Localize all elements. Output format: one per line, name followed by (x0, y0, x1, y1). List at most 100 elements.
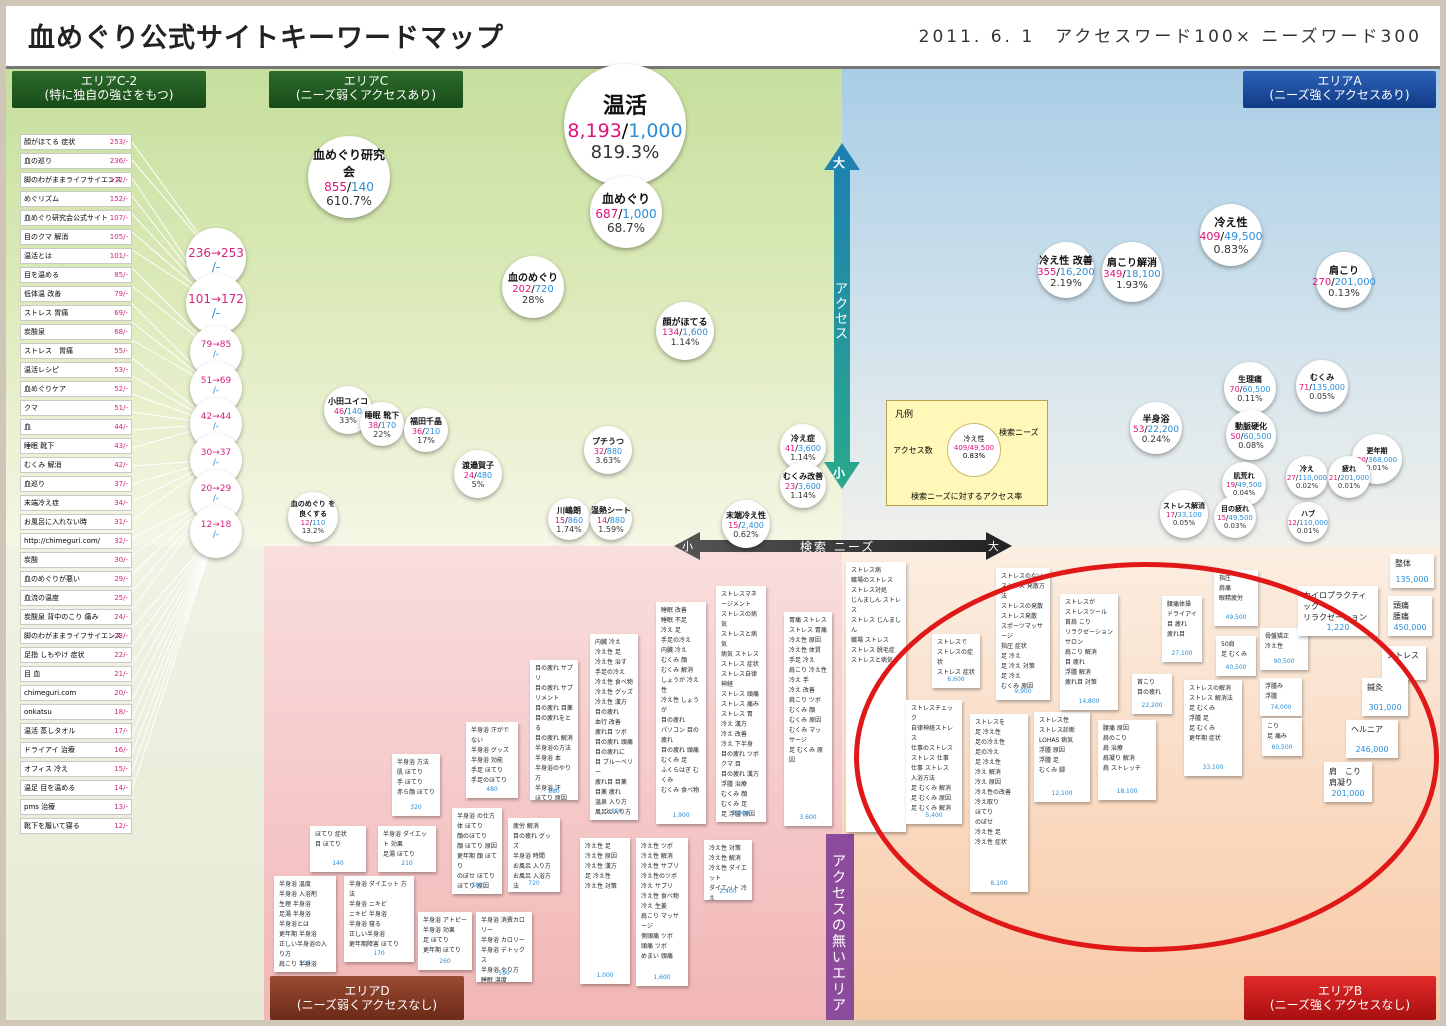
bubble-needs: 140 (346, 406, 363, 416)
bubble-values: 202/720 (512, 284, 554, 295)
card-line: ダイエット 冷え (709, 885, 747, 900)
card-value: 170 (373, 950, 385, 957)
card-line: 足 浮腫 原因 (721, 811, 755, 818)
bubble-access: 50 (1230, 431, 1241, 441)
bubble-pct: 1.14% (670, 337, 700, 348)
bubble-pct: 3.63% (595, 455, 621, 465)
card-line: 冷え性 漢方 (595, 699, 627, 706)
c2-item-count: 31/- (114, 518, 128, 526)
c2-item-count: 43/- (114, 442, 128, 450)
bubble-access: 41 (785, 443, 796, 453)
card-line: のぼせ ほてり (457, 873, 495, 880)
bubble-pct: 0.05% (1309, 391, 1335, 401)
card-line: 冷え性 対策 (585, 883, 617, 890)
c2-range-value: 42→44 (200, 412, 232, 422)
c2-item-label: 靴下を履いて寝る (24, 822, 80, 830)
bubble-needs: 368,000 (1368, 456, 1398, 464)
card-line: 冷え 足 (661, 627, 681, 634)
card-line: 目の疲れ グッズ (513, 833, 551, 850)
card-value: 3,600 (799, 814, 817, 821)
c2-range-bubble: 12→18/- (190, 506, 242, 558)
bubble-name: むくみ改善 (782, 471, 824, 481)
card-line: 半身浴 アトピー (423, 917, 467, 924)
bubble-name: 冷え症 (791, 433, 815, 443)
card-line: 半身浴 効能 (471, 757, 503, 764)
bubble-values: 15/49,500 (1217, 514, 1253, 522)
bubble-slash: / (1175, 511, 1178, 519)
bubble-slash: / (621, 119, 629, 142)
legend-access-label: アクセス数 (893, 446, 933, 455)
c2-range-sub: /- (211, 306, 221, 320)
bubble-pct: 819.3% (590, 141, 660, 163)
area-a-desc: (ニーズ強くアクセスあり) (1269, 88, 1410, 102)
bubble-access: 12 (1287, 519, 1297, 527)
bubble-values: 21/201,000 (1329, 474, 1369, 482)
bubble-pct: 1.14% (790, 490, 816, 500)
bubble-needs: 1,000 (628, 119, 683, 142)
legend-ratio-label: 検索ニーズに対するアクセス率 (911, 492, 1023, 501)
bubble-needs: 33,100 (1177, 511, 1202, 519)
card-value: 320 (410, 804, 422, 811)
bubble-access: 17 (1166, 511, 1176, 519)
bubble-needs: 110 (311, 519, 326, 527)
c2-item-label: 血めぐりケア (24, 385, 66, 393)
bubble-slash: / (1309, 382, 1312, 392)
card-line: ストレスの病気 (721, 611, 758, 628)
card-line: 半身浴 時間 (513, 853, 545, 860)
card-line: 冷え性 対策 (709, 845, 741, 852)
card-line: 冷え性 食べ物 (595, 679, 633, 686)
bubble-needs: 60,500 (1243, 431, 1272, 441)
c2-item-count: 15/- (114, 765, 128, 773)
card-line: ストレス じんましん (851, 617, 901, 634)
legend-sample-value: 409/49,500 (953, 444, 995, 452)
card-line: 目の疲れ サプリ (535, 665, 573, 682)
c2-connector-line (131, 531, 217, 719)
bubble-slash: / (1239, 384, 1243, 394)
bubble-values: 15/860 (555, 516, 583, 525)
bubble-needs: 135,000 (1311, 382, 1345, 392)
area-c-desc: (ニーズ弱くアクセスあり) (295, 88, 437, 102)
bubble-pct: 0.62% (733, 529, 759, 539)
bubble-access: 36 (411, 426, 423, 436)
access-high-label: 大 (833, 156, 846, 170)
card-line: 冷え性 治す (595, 659, 627, 666)
c2-item-count: 55/- (114, 347, 128, 355)
card-line: 半身浴 入浴剤 (279, 891, 317, 898)
card-line: 半身浴 本 (535, 755, 561, 762)
card-value: 720 (528, 880, 540, 887)
card-line: 足 むくみ 原因 (789, 747, 824, 764)
bubble-name: 肩こり解消 (1107, 257, 1157, 269)
card-value: 450,000 (1393, 623, 1427, 632)
bubble-name: ストレス解消 (1163, 502, 1205, 510)
card-line: ストレス 痛み (721, 701, 759, 708)
card-line: 肩こり 半身浴 (279, 961, 317, 968)
bubble-access: 12 (300, 519, 310, 527)
c2-item-count: 42/- (114, 461, 128, 469)
bubble-slash: / (344, 406, 347, 416)
bubble-slash: / (378, 420, 381, 430)
bubble-needs: 1,600 (682, 327, 708, 338)
bubble-slash: / (1144, 424, 1148, 435)
bubble-name: 血のめぐり を良くする (290, 500, 336, 518)
bubble-values: 134/1,600 (662, 328, 708, 338)
card-line: 睡眠 温度 (481, 977, 507, 982)
card-line: 目 ブルーベリー (595, 759, 633, 776)
bubble-access: 21 (1328, 474, 1338, 482)
c2-item-count: 85/- (114, 271, 128, 279)
card-line: 手足の冷え (661, 637, 692, 644)
bubble-name: 温熱シート (591, 505, 631, 515)
c2-item-count: 30/- (114, 556, 128, 564)
card-line: じんましん ストレス (851, 597, 901, 614)
